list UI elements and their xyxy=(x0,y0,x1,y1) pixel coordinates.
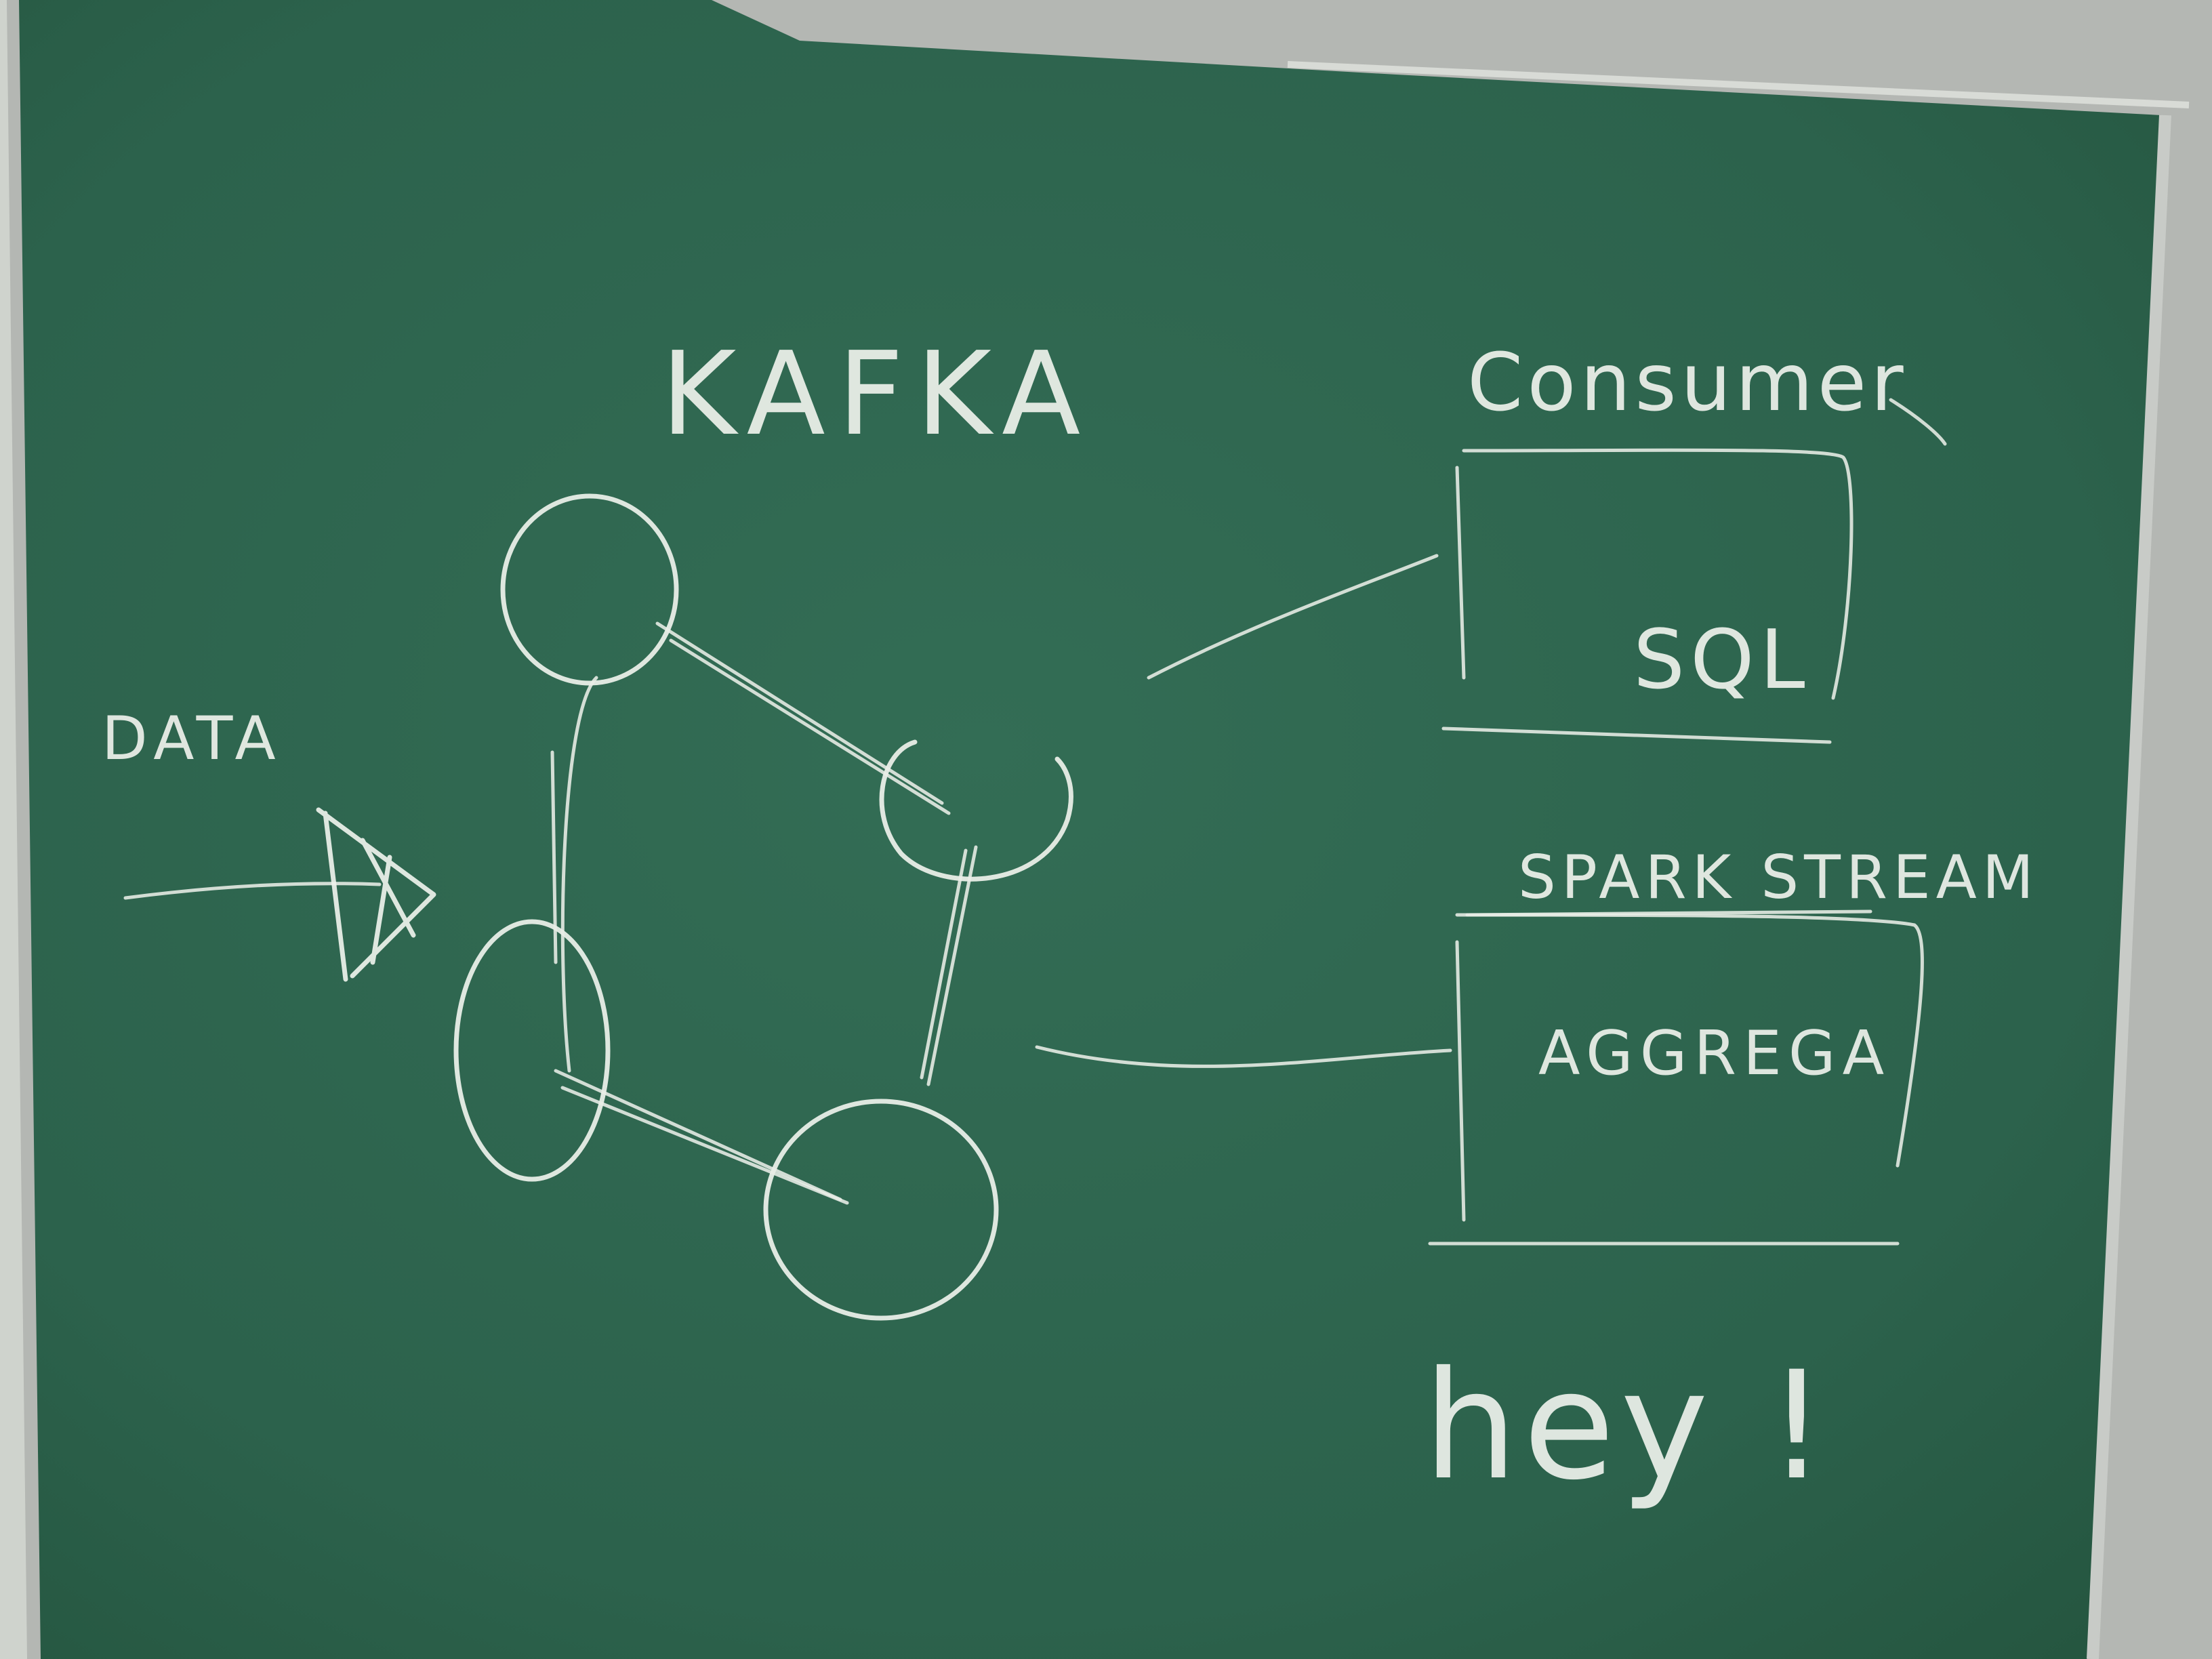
kafka-node-left xyxy=(453,919,611,1182)
link-top-left-b xyxy=(550,750,558,964)
sql-box xyxy=(1441,448,1853,744)
sql-label: SQL xyxy=(1633,613,1810,708)
board-top-edge xyxy=(1287,61,2190,108)
consumer-label: Consumer xyxy=(1467,335,1908,429)
data-arrow-head xyxy=(316,807,436,982)
hey-text: hey ! xyxy=(1423,1339,1832,1513)
link-left-bottom-a xyxy=(554,1069,842,1202)
spark-stream-label: SPARK STREAM xyxy=(1518,842,2039,912)
kafka-node-bottom xyxy=(763,1099,999,1321)
data-arrow-shaft xyxy=(123,882,382,900)
aggrega-label: AGGREGA xyxy=(1538,1018,1891,1089)
link-right-bottom-a xyxy=(926,845,978,1086)
link-right-bottom-b xyxy=(920,848,968,1080)
link-top-left-a xyxy=(560,676,598,1073)
board-right-rail xyxy=(2087,115,2171,1659)
data-label: DATA xyxy=(102,703,283,773)
link-top-right-b xyxy=(669,638,951,815)
kafka-node-top xyxy=(500,493,679,686)
aggrega-connector xyxy=(1035,1045,1452,1068)
sql-connector xyxy=(1147,554,1439,680)
link-top-right-a xyxy=(655,621,944,805)
link-left-bottom-b xyxy=(560,1086,849,1205)
kafka-title: KAFKA xyxy=(661,327,1092,462)
consumer-underline-tail xyxy=(1889,398,1947,446)
aggrega-box xyxy=(1428,913,1924,1246)
board-surface xyxy=(19,0,2162,1659)
